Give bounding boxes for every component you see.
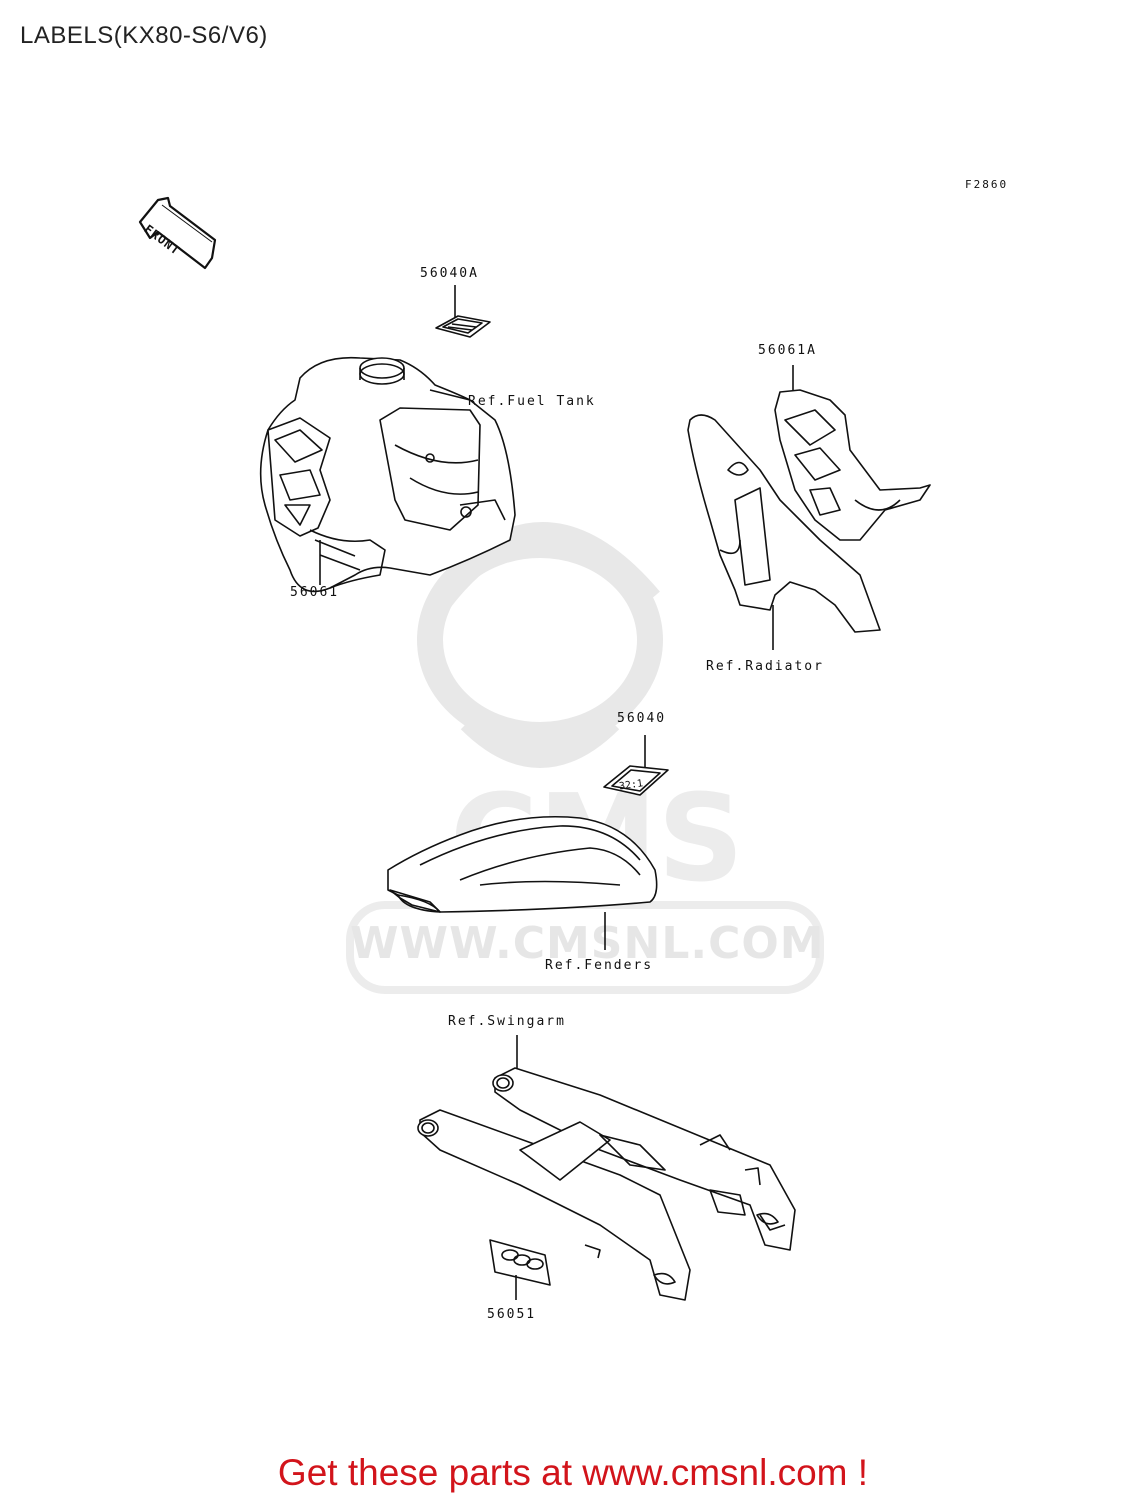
front-arrow-icon bbox=[138, 196, 217, 270]
part-number-56061[interactable]: 56061 bbox=[290, 585, 340, 600]
swingarm-drawing bbox=[417, 1035, 796, 1301]
part-number-56061a[interactable]: 56061A bbox=[758, 343, 817, 358]
part-number-56040a[interactable]: 56040A bbox=[420, 266, 479, 281]
page-title: LABELS(KX80-S6/V6) bbox=[20, 22, 268, 49]
part-number-56051[interactable]: 56051 bbox=[487, 1307, 537, 1322]
part-number-56040[interactable]: 56040 bbox=[617, 711, 667, 726]
label-56040a-drawing bbox=[435, 285, 491, 338]
rear-fender-drawing bbox=[387, 816, 658, 950]
fuel-tank-drawing bbox=[259, 356, 516, 593]
ref-fuel-tank[interactable]: Ref.Fuel Tank bbox=[468, 394, 596, 409]
ref-fenders[interactable]: Ref.Fenders bbox=[545, 958, 654, 973]
svg-text:32:1: 32:1 bbox=[618, 778, 643, 792]
label-56040-drawing: 32:1 bbox=[603, 735, 669, 796]
ref-radiator[interactable]: Ref.Radiator bbox=[706, 659, 824, 674]
ref-swingarm[interactable]: Ref.Swingarm bbox=[448, 1014, 566, 1029]
label-56051-drawing bbox=[489, 1239, 551, 1300]
footer-link[interactable]: Get these parts at www.cmsnl.com ! bbox=[277, 1452, 869, 1493]
radiator-shroud-drawing bbox=[687, 365, 931, 650]
watermark-text: WWW.CMSNL.COM bbox=[350, 918, 825, 969]
figure-code: F2860 bbox=[965, 178, 1009, 191]
